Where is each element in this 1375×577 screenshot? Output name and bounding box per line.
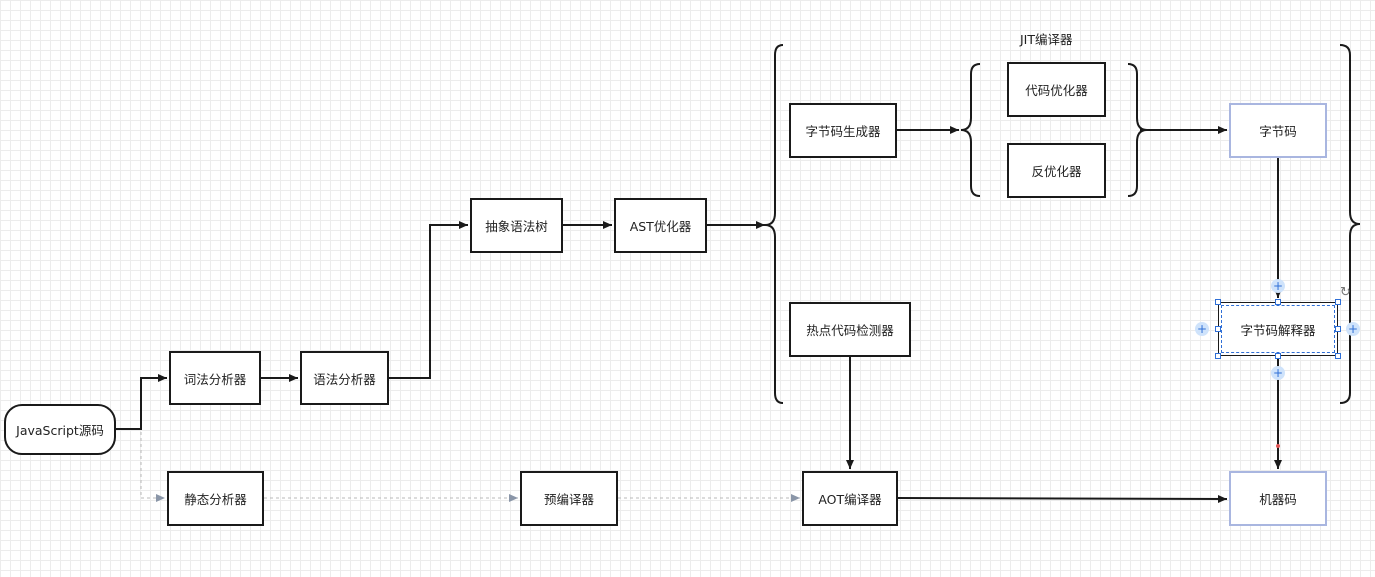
jit-left-brace [960, 63, 981, 197]
node-code-optimizer[interactable]: 代码优化器 [1007, 62, 1106, 117]
node-bytecode-generator[interactable]: 字节码生成器 [789, 103, 897, 158]
rotate-handle-icon[interactable]: ↻ [1340, 285, 1351, 300]
edge-aot-to-machine-code[interactable] [896, 494, 1228, 503]
edge-parser-to-ast[interactable] [388, 221, 468, 379]
node-machine-code[interactable]: 机器码 [1229, 471, 1327, 526]
node-parser[interactable]: 语法分析器 [300, 351, 389, 405]
node-ast-optimizer[interactable]: AST优化器 [614, 198, 707, 253]
resize-handle-bottom-left[interactable] [1215, 353, 1221, 359]
resize-handle-top[interactable] [1275, 299, 1281, 305]
big-right-brace [1339, 44, 1361, 404]
node-lexer[interactable]: 词法分析器 [169, 351, 261, 405]
node-precompiler[interactable]: 预编译器 [520, 471, 618, 526]
resize-handle-top-left[interactable] [1215, 299, 1221, 305]
node-hot-code-detector[interactable]: 热点代码检测器 [789, 302, 911, 357]
plus-circle-icon[interactable]: + [1271, 279, 1285, 293]
resize-handle-top-right[interactable] [1335, 299, 1341, 305]
node-static-analyzer[interactable]: 静态分析器 [167, 471, 264, 526]
edge-source-to-static-analyzer[interactable] [140, 432, 165, 502]
node-javascript-source[interactable]: JavaScript源码 [4, 404, 116, 455]
node-bytecode-interpreter[interactable]: 字节码解释器 [1218, 302, 1338, 356]
resize-handle-left[interactable] [1215, 326, 1221, 332]
resize-handle-bottom[interactable] [1275, 353, 1281, 359]
edge-endpoint-dot [1276, 444, 1280, 448]
node-aot-compiler[interactable]: AOT编译器 [802, 471, 898, 526]
plus-circle-icon[interactable]: + [1346, 322, 1360, 336]
plus-circle-icon[interactable]: + [1271, 366, 1285, 380]
resize-handle-right[interactable] [1335, 326, 1341, 332]
edge-source-to-lexer[interactable] [115, 374, 167, 430]
node-deoptimizer[interactable]: 反优化器 [1007, 143, 1106, 198]
plus-circle-icon[interactable]: + [1195, 322, 1209, 336]
jit-compiler-label: JIT编译器 [1020, 32, 1073, 47]
big-left-brace [764, 44, 784, 404]
resize-handle-bottom-right[interactable] [1335, 353, 1341, 359]
node-ast[interactable]: 抽象语法树 [470, 198, 563, 253]
jit-right-brace [1127, 63, 1148, 197]
node-bytecode[interactable]: 字节码 [1229, 103, 1327, 158]
